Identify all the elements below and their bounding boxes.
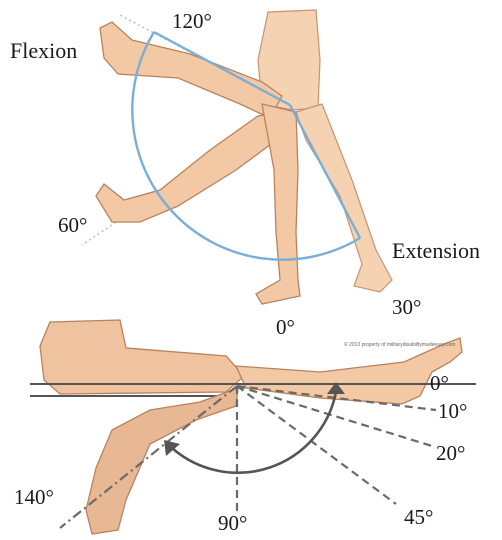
flexion-label: Flexion bbox=[10, 38, 77, 63]
knee-angle-90: 90° bbox=[218, 511, 247, 535]
knee-angle-45: 45° bbox=[404, 505, 433, 529]
hips bbox=[40, 320, 244, 394]
knee-rom-diagram: 0° 10° 20° 45° 90° 140° © 2013 property … bbox=[14, 320, 476, 535]
knee-angle-140: 140° bbox=[14, 485, 54, 509]
hip-angle-30: 30° bbox=[392, 295, 421, 319]
hip-angle-120: 120° bbox=[172, 9, 212, 33]
ray-45 bbox=[237, 386, 396, 504]
hip-angle-0: 0° bbox=[276, 315, 295, 339]
flexed-leg-60 bbox=[96, 112, 290, 222]
extended-leg bbox=[296, 104, 392, 292]
hip-angle-60: 60° bbox=[58, 213, 87, 237]
hip-rom-diagram: Flexion Extension 120° 60° 0° 30° bbox=[10, 9, 480, 339]
knee-angle-0: 0° bbox=[430, 371, 449, 395]
knee-angle-10: 10° bbox=[438, 399, 467, 423]
extension-label: Extension bbox=[392, 238, 480, 263]
bent-leg-140 bbox=[86, 388, 238, 534]
copyright-notice: © 2013 property of militarydisabilitymad… bbox=[344, 341, 455, 348]
flexed-leg-120 bbox=[100, 22, 282, 118]
knee-angle-20: 20° bbox=[436, 441, 465, 465]
